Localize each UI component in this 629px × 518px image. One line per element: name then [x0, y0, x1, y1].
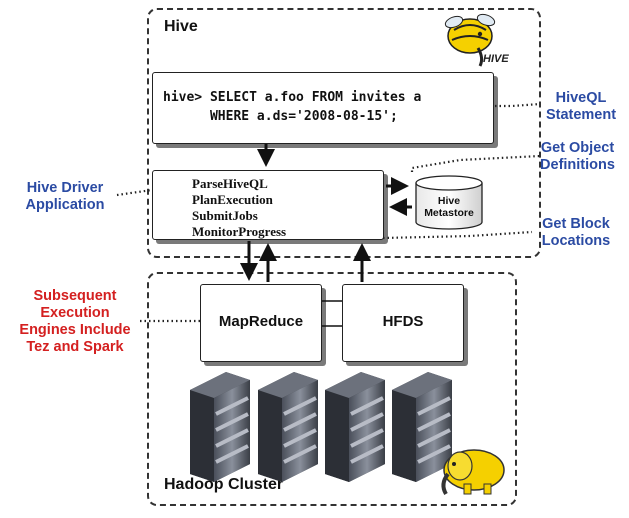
callout-line: Hive Driver: [26, 180, 104, 196]
metastore-label-line: Metastore: [424, 207, 474, 219]
callout-line: Tez and Spark: [26, 339, 124, 355]
execution-engines-callout: Subsequent Execution Engines Include Tez…: [8, 288, 142, 356]
hiveql-callout-line: [495, 102, 541, 108]
hdfs-label: HFDS: [382, 313, 424, 330]
callout-line: Locations: [541, 233, 611, 249]
mapreduce-box: [200, 284, 322, 362]
hdfs-box: [342, 284, 464, 362]
mapreduce-label: MapReduce: [218, 313, 304, 330]
hive-logo-text: HIVE: [483, 53, 509, 65]
hadoop-cluster-region: [147, 272, 517, 506]
hiveql-query-line-1: hive> SELECT a.foo FROM invites a: [163, 90, 422, 105]
hive-driver-box: [152, 170, 384, 240]
block-callout-line: [382, 230, 533, 240]
server-rack-icon: [392, 372, 452, 482]
callout-line: Statement: [545, 107, 617, 123]
driver-steps-list: ParseHiveQL PlanExecution SubmitJobs Mon…: [192, 176, 286, 240]
hive-title: Hive: [164, 18, 198, 35]
hadoop-elephant-icon: [441, 449, 505, 496]
callout-line: Engines Include: [19, 322, 131, 338]
server-rack-icon: [325, 372, 385, 482]
object-callout-line: [410, 154, 541, 172]
driver-callout-line: [116, 188, 153, 197]
driver-step: PlanExecution: [192, 192, 273, 207]
hive-region: [147, 8, 541, 258]
metastore-cylinder: [415, 175, 483, 230]
callout-line: Get Object: [540, 140, 615, 156]
get-block-locations-callout: Get Block Locations: [526, 216, 626, 250]
hiveql-query-line-2: WHERE a.ds='2008-08-15';: [163, 109, 398, 124]
server-rack-icon: [190, 372, 250, 482]
server-rack-icon: [258, 372, 318, 482]
get-object-definitions-callout: Get Object Definitions: [526, 140, 629, 174]
driver-step: ParseHiveQL: [192, 176, 268, 191]
callout-line: Execution: [40, 305, 110, 321]
callout-line: Definitions: [540, 157, 615, 173]
hadoop-cluster-title: Hadoop Cluster: [164, 476, 284, 493]
driver-step: SubmitJobs: [192, 208, 258, 223]
hiveql-statement-callout: HiveQL Statement: [536, 90, 626, 124]
callout-line: Application: [25, 197, 105, 213]
driver-step: MonitorProgress: [192, 224, 287, 239]
hive-logo-icon: [444, 13, 496, 67]
hiveql-query-box: [152, 72, 494, 144]
metastore-label: Hive Metastore: [416, 195, 482, 219]
callout-line: Subsequent: [33, 288, 117, 304]
callout-line: Get Block: [542, 216, 610, 232]
callout-line: HiveQL: [555, 90, 607, 106]
metastore-label-line: Hive: [437, 195, 461, 207]
hive-driver-application-callout: Hive Driver Application: [10, 180, 120, 214]
